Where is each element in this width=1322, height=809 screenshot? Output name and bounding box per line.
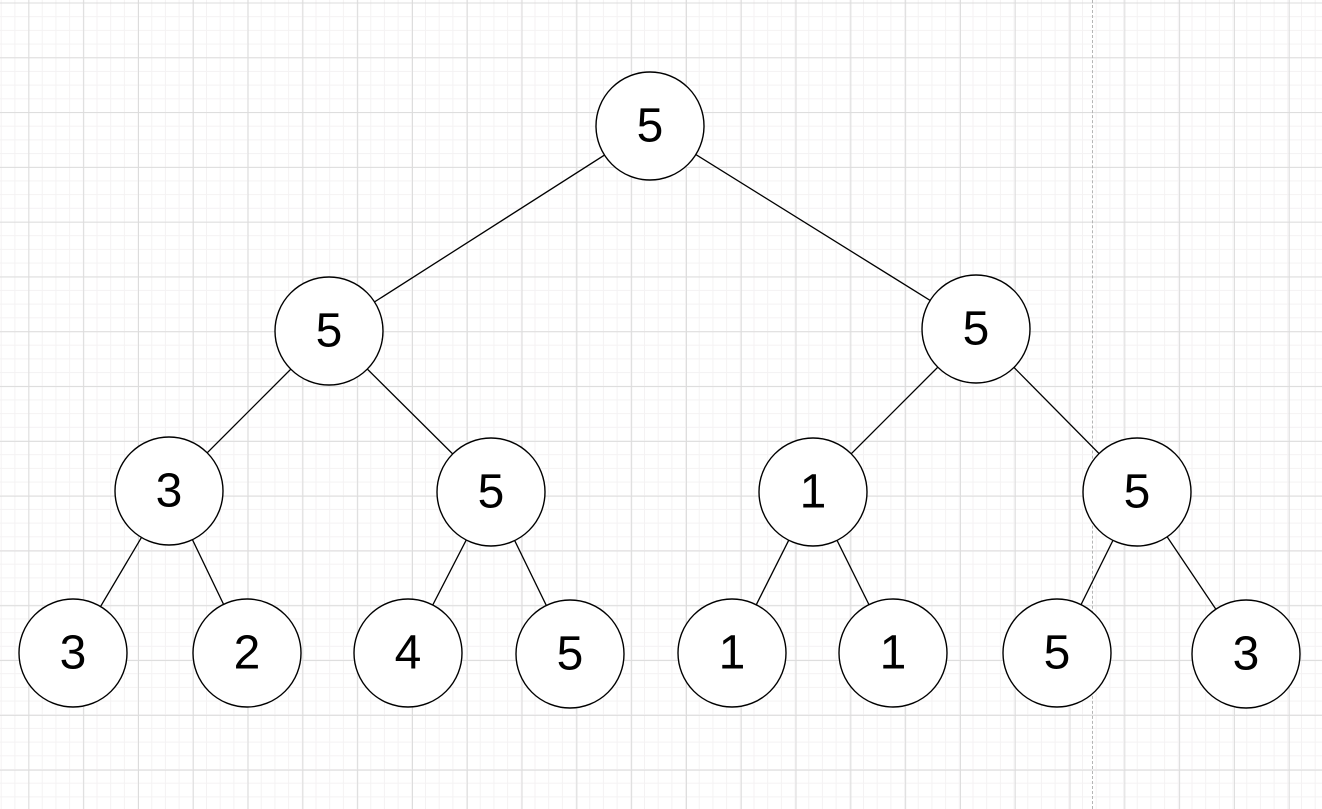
tree-node-RR[interactable]: 5 — [1082, 437, 1192, 547]
tree-node-root[interactable]: 5 — [595, 71, 705, 181]
node-circle — [192, 598, 302, 708]
node-label: 1 — [880, 627, 907, 680]
node-circle — [921, 274, 1031, 384]
node-label: 1 — [719, 627, 746, 680]
node-label: 5 — [637, 100, 664, 153]
node-label: 5 — [316, 305, 343, 358]
node-circle — [18, 598, 128, 708]
tree-node-L[interactable]: 5 — [274, 276, 384, 386]
page-boundary-line — [1092, 0, 1093, 809]
node-label: 1 — [800, 466, 827, 519]
node-circle — [515, 599, 625, 709]
node-label: 3 — [156, 465, 183, 518]
node-label: 5 — [963, 303, 990, 356]
node-circle — [838, 598, 948, 708]
node-circle — [595, 71, 705, 181]
tree-node-LR[interactable]: 5 — [436, 437, 546, 547]
tree-node-RL[interactable]: 1 — [758, 437, 868, 547]
node-circle — [1082, 437, 1192, 547]
tree-node-RRR[interactable]: 3 — [1191, 599, 1301, 709]
tree-node-RRL[interactable]: 5 — [1002, 598, 1112, 708]
tree-node-LLL[interactable]: 3 — [18, 598, 128, 708]
node-circle — [436, 437, 546, 547]
node-circle — [1191, 599, 1301, 709]
tree-edge-root-L[interactable] — [328, 125, 651, 332]
node-label: 3 — [1233, 628, 1260, 681]
node-circle — [274, 276, 384, 386]
node-label: 2 — [234, 627, 261, 680]
tree-node-LRL[interactable]: 4 — [353, 598, 463, 708]
node-circle — [677, 598, 787, 708]
tree-node-LL[interactable]: 3 — [114, 436, 224, 546]
node-label: 4 — [395, 627, 422, 680]
node-label: 5 — [1044, 627, 1071, 680]
node-circle — [758, 437, 868, 547]
node-circle — [114, 436, 224, 546]
tree-node-R[interactable]: 5 — [921, 274, 1031, 384]
tree-node-LLR[interactable]: 2 — [192, 598, 302, 708]
tree-edge-root-R[interactable] — [649, 125, 977, 330]
node-label: 5 — [557, 628, 584, 681]
tree-node-RLR[interactable]: 1 — [838, 598, 948, 708]
node-circle — [1002, 598, 1112, 708]
tree-node-RLL[interactable]: 1 — [677, 598, 787, 708]
node-label: 5 — [1124, 466, 1151, 519]
node-circle — [353, 598, 463, 708]
node-label: 5 — [478, 466, 505, 519]
tree-node-LRR[interactable]: 5 — [515, 599, 625, 709]
node-label: 3 — [60, 627, 87, 680]
